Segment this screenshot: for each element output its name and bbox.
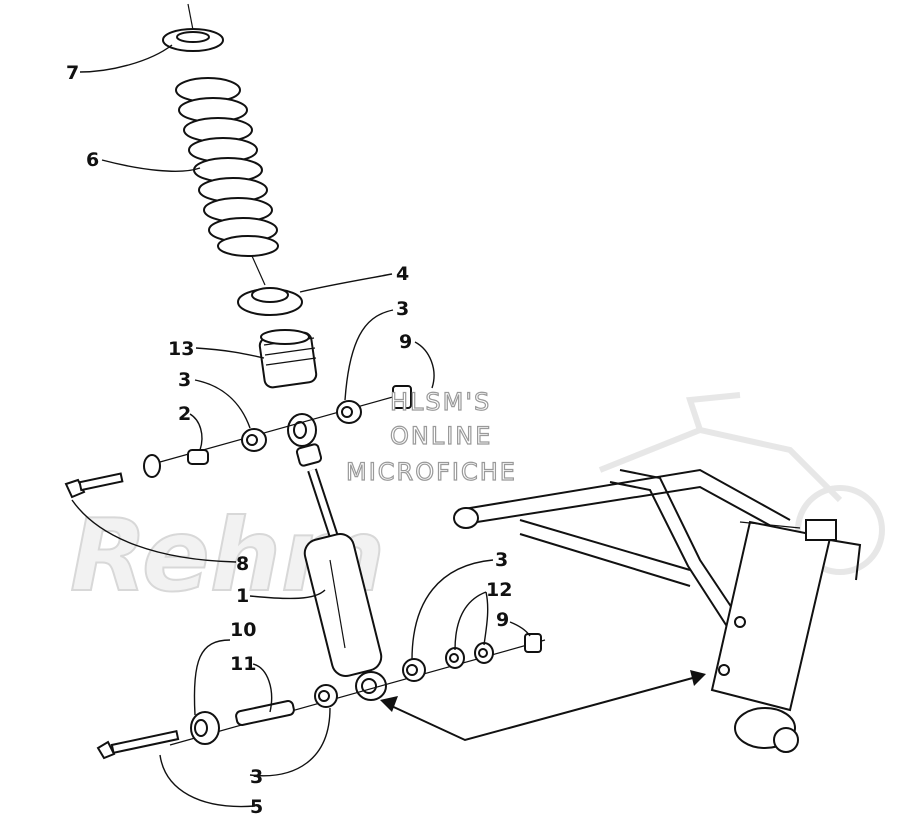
upper-bushing-left [241, 428, 267, 452]
leader-lines [71, 44, 531, 808]
upper-washer-left [143, 454, 161, 478]
shock-absorber [303, 468, 383, 677]
upper-bolt [64, 472, 124, 499]
callout-10: 10 [230, 619, 256, 641]
lower-bolt [96, 730, 180, 760]
callout-labels: 7 6 4 3 9 13 3 2 8 1 3 12 9 10 11 3 5 [66, 62, 512, 818]
callout-3-lower-left: 3 [250, 766, 263, 788]
lower-sleeve [190, 711, 220, 745]
shaft-top [187, 3, 194, 31]
lower-bushing-left [314, 684, 338, 708]
microfiche-watermark: HLSM'S ONLINE MICROFICHE [345, 387, 517, 486]
coil-spring [175, 77, 279, 257]
callout-3-upper-left: 3 [178, 369, 191, 391]
upper-bushing-right [336, 400, 362, 424]
callout-5: 5 [250, 796, 263, 818]
lower-washer-a [445, 647, 465, 669]
callout-12: 12 [486, 579, 512, 601]
callout-3-lower-right: 3 [495, 549, 508, 571]
callout-6: 6 [86, 149, 99, 171]
adjuster-collar [258, 329, 318, 389]
upper-spacer [187, 449, 209, 465]
callout-8: 8 [236, 553, 249, 575]
callout-4: 4 [396, 263, 409, 285]
suspension-a-arm [453, 468, 862, 753]
spring-retainer-top [162, 28, 224, 52]
watermark-line-2: ONLINE [390, 422, 492, 450]
mounting-reference-arrow [380, 670, 706, 742]
lower-bushing-right [402, 658, 426, 682]
lower-washer-b [474, 642, 494, 664]
watermark-line-3: MICROFICHE [346, 458, 517, 486]
callout-7: 7 [66, 62, 79, 84]
callout-11: 11 [230, 653, 256, 675]
shock-lower-eye [355, 671, 387, 701]
lower-pin [235, 700, 295, 726]
shaft-mid [251, 255, 266, 286]
callout-9-lower: 9 [496, 609, 509, 631]
callout-9-upper: 9 [399, 331, 412, 353]
callout-13: 13 [168, 338, 194, 360]
callout-1: 1 [236, 585, 249, 607]
callout-2: 2 [178, 403, 191, 425]
motorcycle-watermark-icon [598, 392, 885, 575]
shock-upper-eye [287, 413, 323, 467]
spring-seat-lower [237, 287, 303, 316]
watermark-line-1: HLSM'S [390, 388, 491, 416]
callout-3-upper-right: 3 [396, 298, 409, 320]
lower-nut [524, 633, 542, 653]
upper-nut [392, 385, 412, 409]
